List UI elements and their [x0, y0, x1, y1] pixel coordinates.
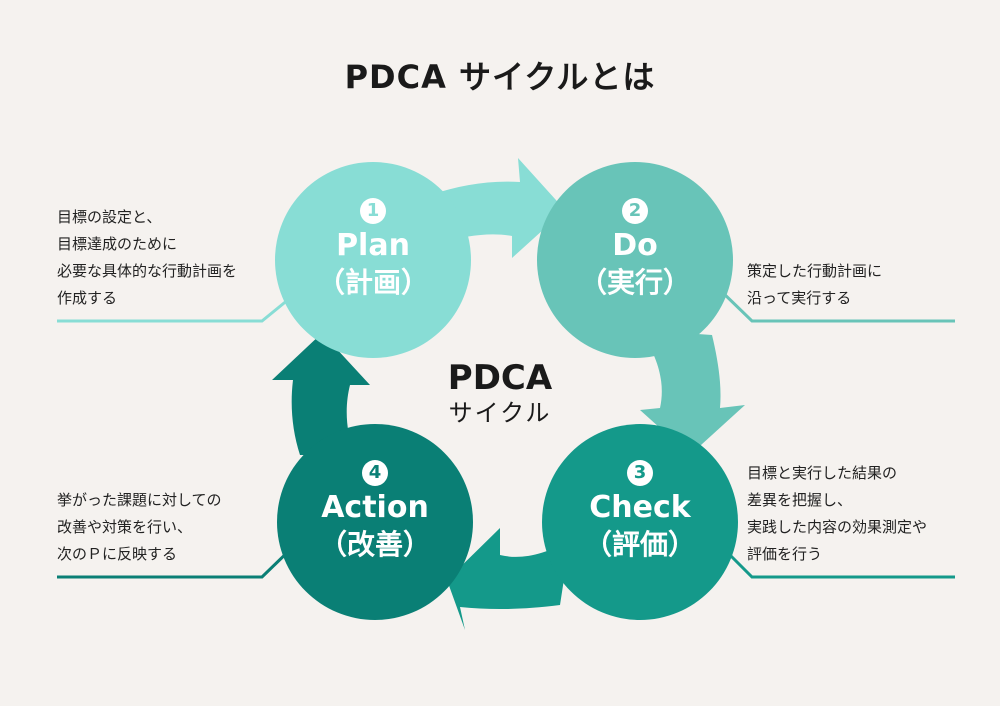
- check-number-badge: 3: [627, 460, 653, 486]
- center-label-pdca: PDCA: [447, 358, 553, 398]
- check-desc-line: 目標と実行した結果の: [747, 464, 898, 482]
- page-title: PDCA サイクルとは: [344, 58, 656, 96]
- plan-number-badge: 1: [360, 198, 386, 224]
- do-label-jp: （実行）: [578, 266, 691, 299]
- check-circle: [542, 424, 738, 620]
- arrow-action-to-plan: [272, 333, 370, 455]
- plan-circle: [275, 162, 471, 358]
- action-label-jp: （改善）: [318, 528, 431, 561]
- do-desc-line: 沿って実行する: [747, 289, 852, 307]
- plan-label: Plan: [336, 228, 410, 263]
- check-node: 3 Check （評価）: [545, 460, 735, 564]
- do-connector-line: [718, 288, 955, 323]
- do-description: 策定した行動計画に 沿って実行する: [747, 258, 882, 312]
- plan-description: 目標の設定と、 目標達成のために 必要な具体的な行動計画を 作成する: [57, 204, 237, 312]
- plan-label-jp: （計画）: [316, 266, 429, 299]
- do-node: 2 Do （実行）: [540, 198, 730, 302]
- action-label: Action: [321, 490, 429, 525]
- plan-desc-line: 必要な具体的な行動計画を: [57, 262, 238, 280]
- plan-desc-line: 目標の設定と、: [57, 208, 162, 226]
- action-desc-line: 改善や対策を行い、: [57, 518, 193, 536]
- action-desc-line: 挙がった課題に対しての: [57, 491, 222, 509]
- center-label-cycle: サイクル: [448, 399, 552, 427]
- action-circle: [277, 424, 473, 620]
- plan-desc-line: 目標達成のために: [57, 235, 178, 253]
- check-desc-line: 実践した内容の効果測定や: [747, 518, 928, 536]
- do-desc-line: 策定した行動計画に: [747, 262, 883, 280]
- check-label: Check: [589, 490, 691, 525]
- plan-node: 1 Plan （計画）: [278, 198, 468, 302]
- check-label-jp: （評価）: [583, 528, 696, 561]
- action-desc-line: 次のＰに反映する: [57, 545, 178, 563]
- do-label: Do: [612, 228, 658, 263]
- check-description: 目標と実行した結果の 差異を把握し、 実践した内容の効果測定や 評価を行う: [747, 460, 927, 568]
- arrow-do-to-check: [640, 330, 745, 455]
- check-desc-line: 差異を把握し、: [747, 491, 853, 509]
- do-circle: [537, 162, 733, 358]
- center-label: PDCA サイクル: [420, 358, 580, 428]
- plan-desc-line: 作成する: [57, 289, 118, 307]
- action-node: 4 Action （改善）: [280, 460, 470, 564]
- action-number-badge: 4: [362, 460, 388, 486]
- do-number-badge: 2: [622, 198, 648, 224]
- action-description: 挙がった課題に対しての 改善や対策を行い、 次のＰに反映する: [57, 487, 222, 568]
- check-desc-line: 評価を行う: [747, 545, 823, 563]
- arrow-check-to-action: [447, 528, 570, 630]
